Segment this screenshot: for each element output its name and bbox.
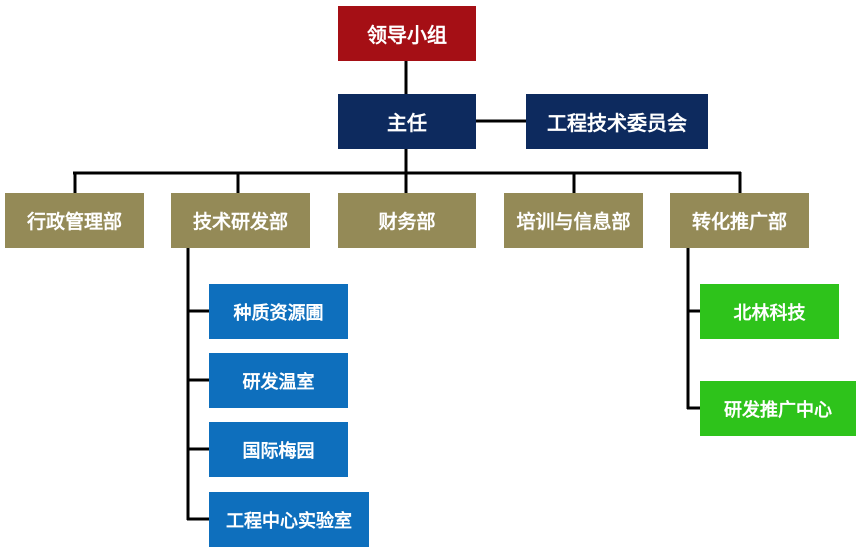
rnd-unit-label: 种质资源圃 bbox=[233, 302, 324, 324]
department-label: 行政管理部 bbox=[26, 211, 122, 233]
department-admin-box: 行政管理部 bbox=[5, 193, 144, 248]
department-label: 转化推广部 bbox=[691, 211, 787, 233]
rnd-unit-label: 工程中心实验室 bbox=[226, 510, 352, 532]
director-box: 主任 bbox=[338, 94, 476, 149]
leader-group-label: 领导小组 bbox=[367, 23, 447, 47]
department-rnd-box: 技术研发部 bbox=[171, 193, 310, 248]
promotion-unit-label: 研发推广中心 bbox=[724, 399, 832, 421]
promotion-unit-beilin-box: 北林科技 bbox=[700, 284, 839, 339]
department-training-box: 培训与信息部 bbox=[504, 193, 643, 248]
rnd-unit-label: 研发温室 bbox=[242, 371, 315, 393]
leader-group-box: 领导小组 bbox=[338, 6, 476, 61]
rnd-unit-plum-garden-box: 国际梅园 bbox=[209, 422, 348, 477]
department-label: 财务部 bbox=[378, 211, 436, 233]
rnd-unit-label: 国际梅园 bbox=[242, 440, 315, 462]
director-label: 主任 bbox=[387, 111, 427, 135]
department-promotion-box: 转化推广部 bbox=[670, 193, 809, 248]
department-finance-box: 财务部 bbox=[338, 193, 476, 248]
rnd-unit-lab-box: 工程中心实验室 bbox=[209, 492, 369, 547]
engineering-committee-label: 工程技术委员会 bbox=[547, 111, 687, 135]
promotion-unit-label: 北林科技 bbox=[733, 302, 806, 324]
promotion-unit-center-box: 研发推广中心 bbox=[700, 381, 856, 436]
department-label: 技术研发部 bbox=[192, 211, 288, 233]
engineering-committee-box: 工程技术委员会 bbox=[526, 94, 708, 149]
rnd-unit-germplasm-box: 种质资源圃 bbox=[209, 284, 348, 339]
rnd-unit-greenhouse-box: 研发温室 bbox=[209, 353, 348, 408]
department-label: 培训与信息部 bbox=[516, 211, 631, 233]
